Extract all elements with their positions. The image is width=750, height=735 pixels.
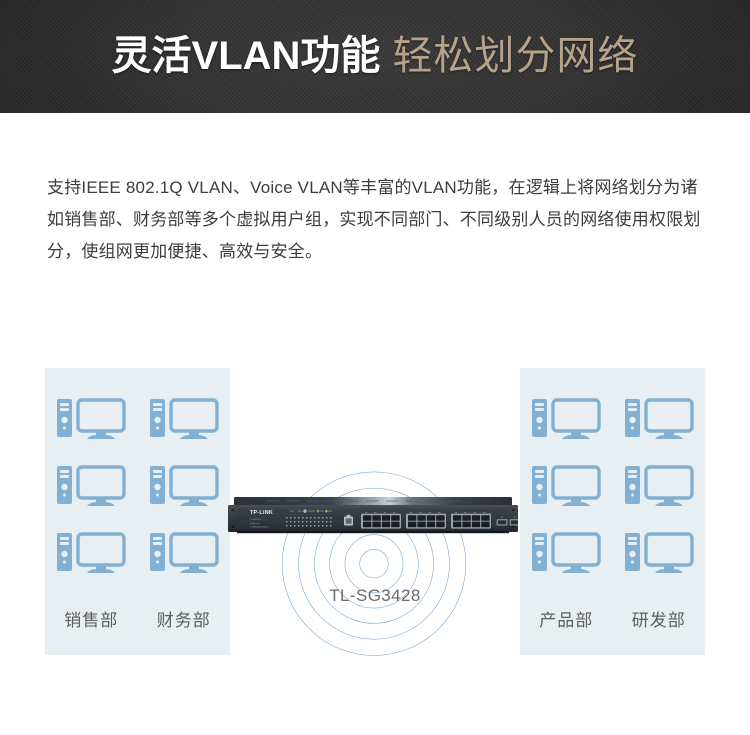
computer-icon [624, 531, 694, 573]
device-model-label: TL-SG3428 [329, 586, 421, 605]
signal-ring-6 [281, 471, 467, 656]
department-group-right: 产品部 研发部 [520, 368, 705, 655]
computer-icon [624, 398, 694, 440]
page-title-accent: 轻松划分网络 [392, 33, 639, 78]
department-label-rnd: 研发部 [631, 611, 686, 630]
department-label-finance: 财务部 [156, 611, 211, 630]
signal-ring-1 [359, 549, 389, 579]
device-brand-logo: TP-LINK [250, 510, 273, 516]
computer-icon [532, 465, 601, 506]
device-power-led [303, 509, 307, 513]
signal-ring-2 [344, 534, 404, 594]
computer-icon [57, 465, 126, 506]
department-labels-right: 产品部 研发部 [520, 606, 705, 631]
device-series-text: JetStream [250, 522, 260, 525]
device-system-led [316, 509, 320, 513]
network-topology-diagram: 销售部 财务部 [0, 330, 750, 670]
computer-icon [57, 398, 126, 440]
department-labels-left: 销售部 财务部 [45, 606, 230, 631]
computer-grid-left [45, 386, 230, 586]
computer-icon [532, 531, 601, 573]
device-class-text: L2 Managed Switch [250, 526, 269, 529]
device-console-port [344, 514, 353, 526]
signal-ring-5 [298, 487, 450, 640]
computer-grid-right [520, 386, 705, 586]
device-led-matrix [286, 517, 332, 527]
computer-icon [149, 398, 219, 440]
computer-icon [149, 465, 219, 506]
department-group-left: 销售部 财务部 [45, 368, 230, 655]
department-label-product: 产品部 [539, 611, 594, 630]
computer-icon [532, 398, 601, 440]
computer-icon [149, 531, 219, 573]
device-rj45-port-bank [361, 512, 491, 529]
device-sfp-port-bank [496, 516, 518, 526]
network-switch-device: TP-LINK TL-SG3428 JetStream L2 Managed S… [228, 497, 518, 534]
computer-icon [57, 531, 126, 573]
device-model-text: TL-SG3428 [250, 519, 262, 521]
department-label-sales: 销售部 [64, 611, 119, 630]
page-title: 灵活VLAN功能轻松划分网络 [112, 36, 639, 78]
device-status-led [325, 509, 328, 513]
computer-icon [624, 465, 694, 506]
page-title-primary: 灵活VLAN功能 [111, 33, 381, 78]
device-rack-ear-left [228, 505, 238, 532]
header-banner: 灵活VLAN功能轻松划分网络 [0, 0, 750, 113]
intro-paragraph: 支持IEEE 802.1Q VLAN、Voice VLAN等丰富的VLAN功能，… [47, 178, 701, 261]
